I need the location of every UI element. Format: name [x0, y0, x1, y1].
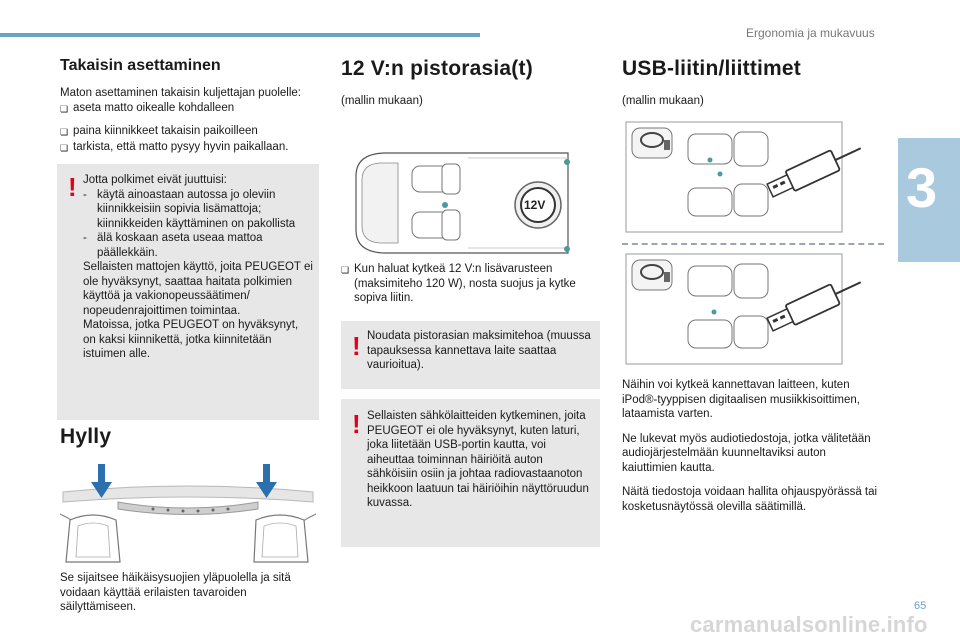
warning-box-pedals: ! Jotta polkimet eivät juuttuisi: -käytä… — [57, 164, 319, 420]
exclamation-mark-icon: ! — [68, 172, 77, 202]
square-bullet-icon: ❏ — [60, 142, 69, 153]
page-number: 65 — [914, 600, 927, 612]
usb-paragraph-1: Näihin voi kytkeä kannettavan laitteen, … — [622, 379, 860, 420]
list-item: ❏ tarkista, että matto pysyy hyvin paika… — [60, 140, 322, 156]
col1-intro-text: Maton asettaminen takaisin kuljettajan p… — [60, 87, 302, 99]
diagram-separator — [622, 243, 884, 245]
usb-paragraph-2: Ne lukevat myös audiotiedostoja, jotka v… — [622, 432, 871, 474]
list-item: ❏ Kun haluat kytkeä 12 V:n lisävarusteen… — [341, 263, 576, 304]
chapter-number: 3 — [906, 156, 938, 219]
list-item: ❏ paina kiinnikkeet takaisin paikoilleen — [60, 124, 322, 140]
down-arrow-icon — [91, 464, 112, 498]
warning-box-max-power: ! Noudata pistorasian maksimitehoa (muus… — [341, 321, 600, 389]
section-title: Ergonomia ja mukavuus — [746, 26, 875, 40]
heading-12v-pistorasia: 12 V:n pistorasia(t) — [341, 57, 533, 80]
vehicle-usb-diagram-rear — [625, 253, 862, 365]
heading-usb-liitin: USB-liitin/liittimet — [622, 57, 801, 80]
list-item: -älä koskaan aseta useaa mattoa päällekk… — [83, 232, 263, 259]
col1-intro-block: Maton asettaminen takaisin kuljettajan p… — [60, 86, 322, 155]
usb-paragraph-3: Näitä tiedostoja voidaan hallita ohjausp… — [622, 486, 878, 513]
socket-location-marker — [442, 202, 448, 208]
col3-variant-note: (mallin mukaan) — [622, 95, 704, 107]
usb-plug-icon — [766, 281, 862, 332]
chapter-tab — [898, 138, 960, 262]
down-arrow-icon — [256, 464, 277, 498]
socket-location-marker — [564, 246, 570, 252]
vehicle-usb-diagram-front — [625, 121, 862, 233]
vehicle-12v-socket-diagram — [355, 152, 570, 254]
square-bullet-icon: ❏ — [341, 265, 350, 275]
12v-socket-icon — [514, 181, 562, 229]
usb-location-marker — [707, 157, 713, 163]
header-accent-bar — [0, 33, 480, 37]
square-bullet-icon: ❏ — [60, 127, 69, 137]
shelf-description: Se sijaitsee häikäisysuojien yläpuolella… — [60, 572, 291, 613]
footer-watermark-url: carmanualsonline.info — [690, 612, 928, 637]
usb-location-marker — [717, 171, 723, 177]
col2-bullet-block: ❏ Kun haluat kytkeä 12 V:n lisävarusteen… — [341, 262, 597, 306]
usb-location-marker — [711, 309, 717, 315]
square-bullet-icon: ❏ — [60, 103, 69, 114]
exclamation-mark-icon: ! — [352, 331, 361, 361]
list-item: -käytä ainoastaan autossa jo oleviin kii… — [83, 188, 296, 230]
usb-plug-icon — [766, 147, 862, 198]
socket-location-marker — [564, 159, 570, 165]
col3-text-block: Näihin voi kytkeä kannettavan laitteen, … — [622, 378, 884, 514]
socket-voltage-label: 12V — [524, 198, 546, 212]
exclamation-mark-icon: ! — [352, 409, 361, 439]
heading-takaisin-asettaminen: Takaisin asettaminen — [60, 57, 221, 74]
col2-variant-note: (mallin mukaan) — [341, 95, 423, 107]
list-item: ❏ aseta matto oikealle kohdalleen — [60, 101, 322, 117]
heading-hylly: Hylly — [60, 425, 112, 448]
warning-box-unapproved-devices: ! Sellaisten sähkölaitteiden kytkeminen,… — [341, 399, 600, 547]
shelf-illustration — [58, 462, 318, 564]
